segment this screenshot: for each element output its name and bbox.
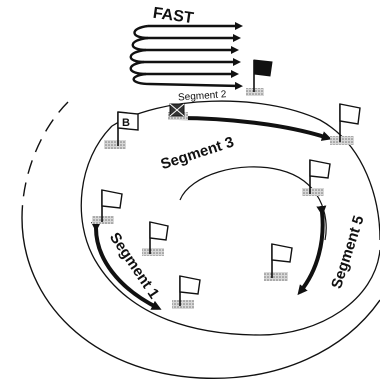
flag-icon xyxy=(330,103,361,145)
segment-3-arrow xyxy=(177,116,332,141)
segment-5-arrow xyxy=(297,205,327,296)
segment-3-label: Segment 3 xyxy=(159,134,236,174)
flag-icon xyxy=(142,221,169,256)
flag-icon xyxy=(92,189,123,224)
flag-b-icon xyxy=(104,111,139,149)
flag-icon xyxy=(264,243,293,281)
inner-course-ring xyxy=(179,166,327,241)
flag-icon xyxy=(172,275,201,309)
outer-course-boundary-dashed xyxy=(21,101,69,219)
speed-lines-icon xyxy=(129,22,243,90)
segment-2-label: Segment 2 xyxy=(178,89,227,103)
segment-5-label: Segment 5 xyxy=(328,214,368,291)
flag-icon xyxy=(302,159,331,196)
fast-label: FAST xyxy=(152,5,195,28)
flag-icon xyxy=(246,59,273,96)
checkered-marker-icon xyxy=(168,103,188,120)
segment-1-arrow xyxy=(90,221,162,310)
outer-course-boundary xyxy=(21,217,380,380)
flag-b-label: B xyxy=(122,117,130,129)
middle-course-ring xyxy=(80,100,380,336)
